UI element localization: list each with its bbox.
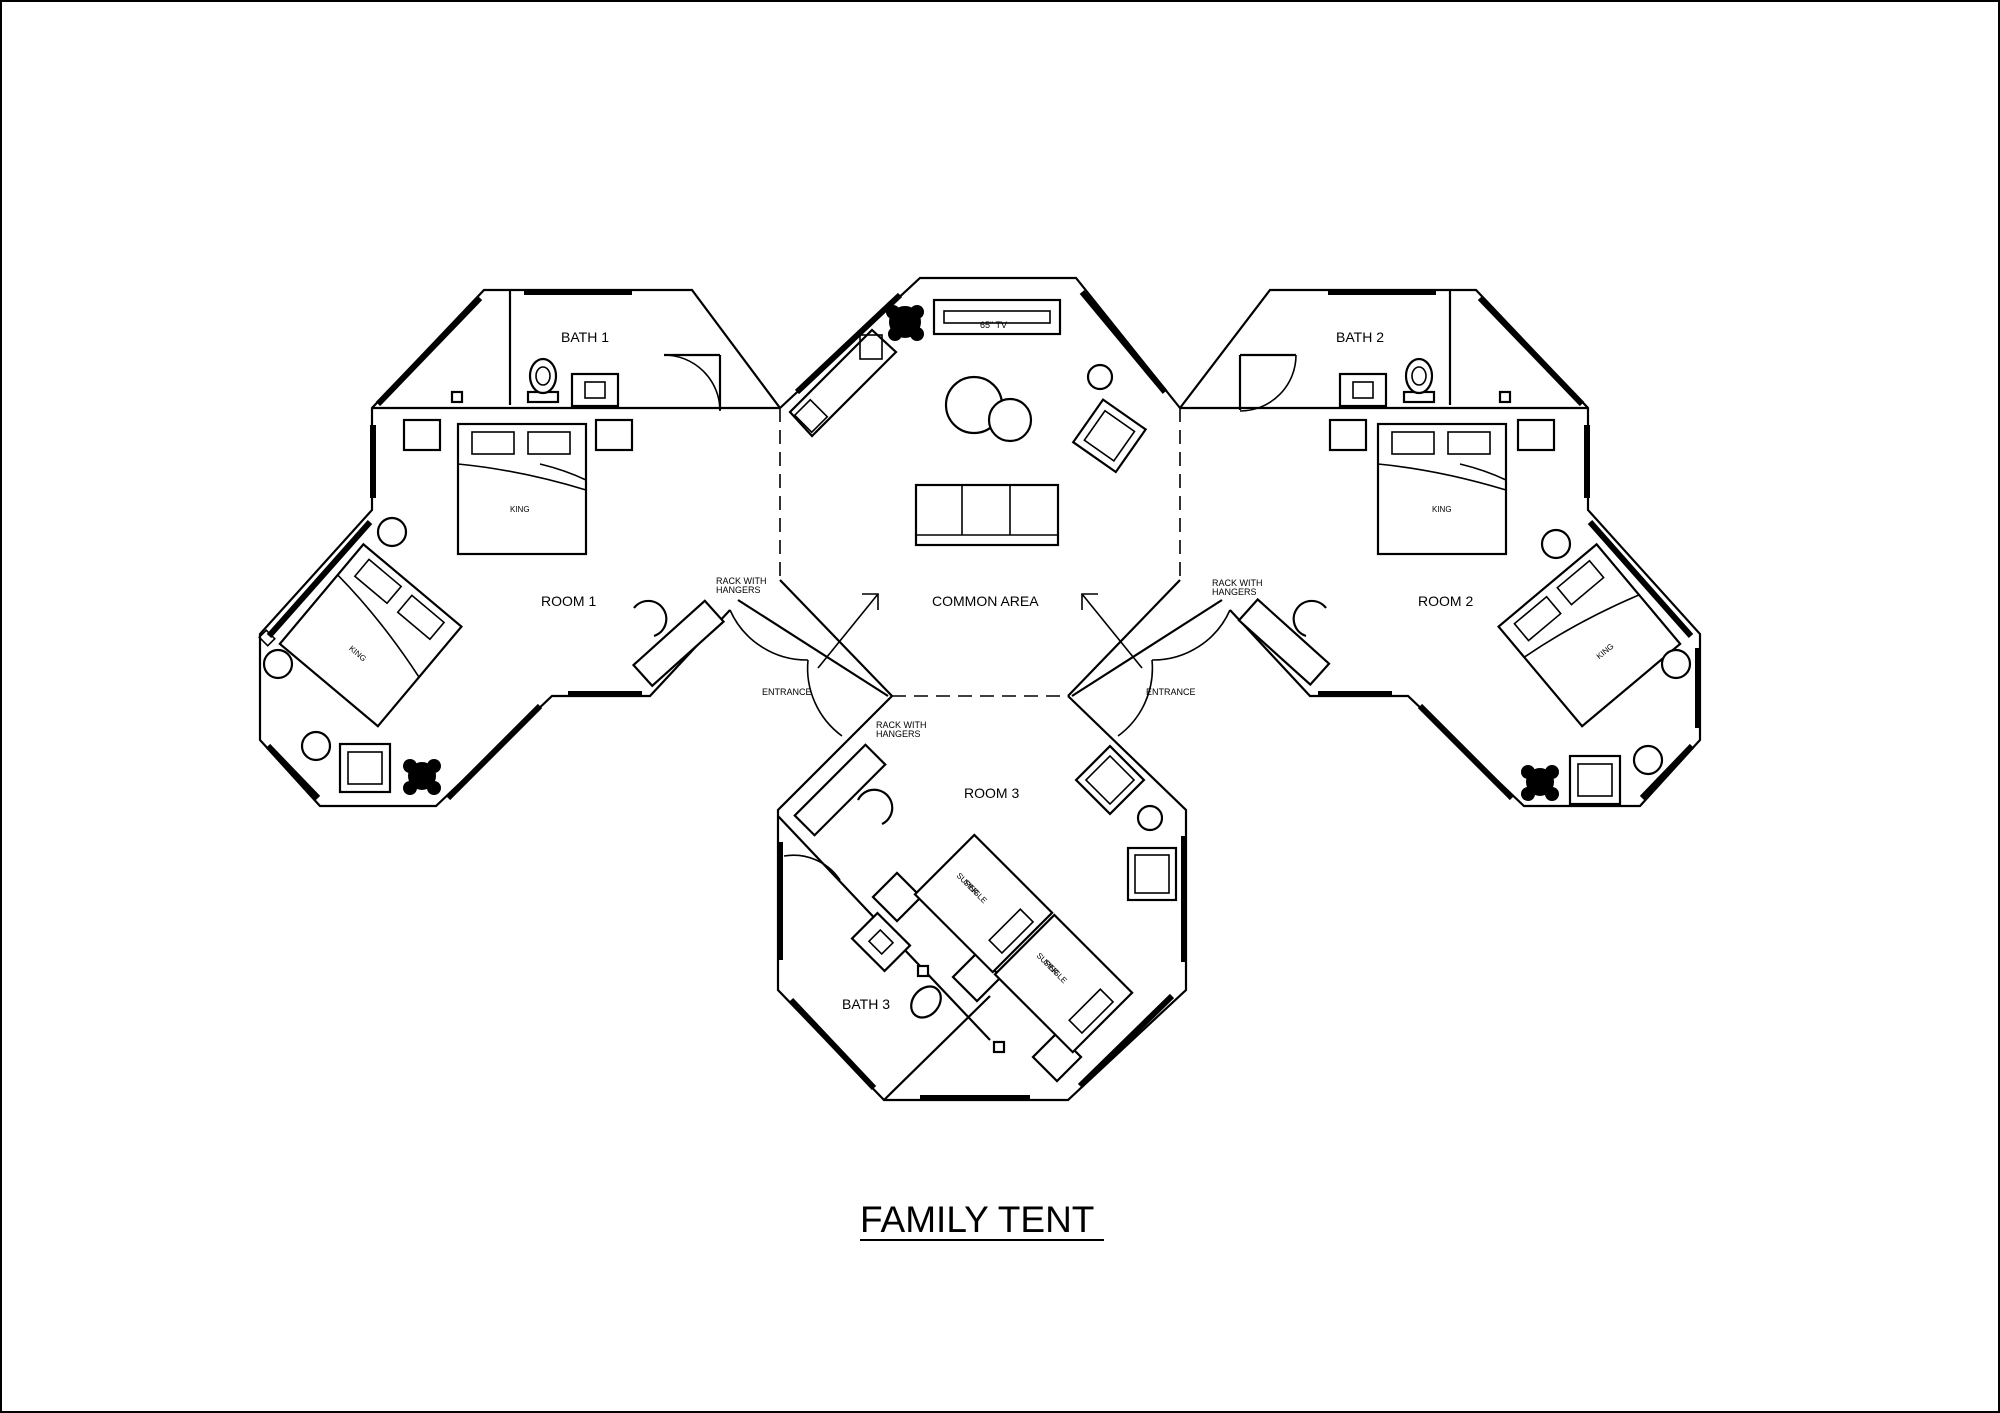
- side-table: [1540, 528, 1572, 560]
- svg-text:65" TV: 65" TV: [980, 320, 1007, 330]
- room-3: BATH 3 RACK WITH HANGERS ROOM 3: [776, 695, 1188, 1102]
- nightstand: [1516, 418, 1556, 452]
- desk: [1237, 597, 1331, 687]
- toilet-icon: [526, 357, 560, 404]
- entrance-label: ENTRANCE: [1146, 687, 1196, 697]
- room-2: BATH 2 KING KING: [1071, 288, 1702, 808]
- side-table: [262, 648, 294, 680]
- super-single-bed: SUPER SINGLE: [993, 913, 1134, 1054]
- armchair: [1126, 846, 1178, 902]
- tv: 65" TV: [932, 298, 1062, 336]
- rack-label: HANGERS: [716, 585, 761, 595]
- toilet-icon: [910, 985, 942, 1019]
- entrance-arrow-icon: [817, 593, 879, 669]
- vanity-sink: [850, 911, 912, 973]
- desk-chair: [1292, 599, 1327, 638]
- king-bed: KING: [1496, 542, 1682, 728]
- common-area: 65" TV COMMON AREA: [779, 276, 1181, 697]
- rack-label: HANGERS: [1212, 587, 1257, 597]
- armchair: [1071, 398, 1148, 474]
- side-table: [300, 730, 332, 762]
- super-single-bed: SUPER SINGLE: [913, 833, 1054, 974]
- room-3-label: ROOM 3: [964, 785, 1019, 801]
- rack-label: RACK WITH: [716, 576, 767, 586]
- plant-icon: [886, 305, 924, 341]
- svg-text:KING: KING: [1432, 505, 1452, 514]
- plant-icon: [1521, 765, 1559, 801]
- room-1: BATH 1 KING KIN: [258, 288, 889, 808]
- nightstand: [871, 871, 923, 923]
- coffee-table: [987, 397, 1033, 443]
- bath-1-label: BATH 1: [561, 329, 609, 345]
- king-bed: KING: [456, 422, 588, 556]
- rack-label: RACK WITH: [876, 720, 927, 730]
- plant-icon: [403, 759, 441, 795]
- vanity-sink: [1338, 372, 1388, 408]
- side-table: [1086, 363, 1114, 391]
- towel-hook: [1498, 390, 1512, 404]
- towel-hook: [992, 1040, 1006, 1054]
- rack-label: RACK WITH: [1212, 578, 1263, 588]
- desk-chair: [633, 599, 668, 638]
- common-area-label: COMMON AREA: [932, 593, 1039, 609]
- plan-title: FAMILY TENT: [860, 1199, 1094, 1240]
- armchair: [1074, 744, 1146, 816]
- side-table: [1136, 804, 1164, 832]
- room-2-label: ROOM 2: [1418, 593, 1473, 609]
- desk-chair: [857, 788, 894, 825]
- entrance-label: ENTRANCE: [762, 687, 812, 697]
- nightstand: [1328, 418, 1368, 452]
- king-bed: KING: [1376, 422, 1508, 556]
- kitchenette: [788, 328, 898, 438]
- towel-hook: [916, 964, 930, 978]
- room-1-label: ROOM 1: [541, 593, 596, 609]
- armchair: [1568, 754, 1622, 806]
- towel-hook: [450, 390, 464, 404]
- toilet-icon: [1402, 357, 1436, 404]
- side-table: [376, 516, 408, 548]
- desk: [793, 743, 887, 837]
- bath-3-label: BATH 3: [842, 996, 890, 1012]
- side-table: [1660, 648, 1692, 680]
- armchair: [338, 742, 392, 794]
- rack-label: HANGERS: [876, 729, 921, 739]
- nightstand: [594, 418, 634, 452]
- bath-2-label: BATH 2: [1336, 329, 1384, 345]
- desk: [631, 599, 726, 688]
- side-table: [1632, 744, 1664, 776]
- svg-text:KING: KING: [510, 505, 530, 514]
- vanity-sink: [570, 372, 620, 408]
- nightstand: [402, 418, 442, 452]
- entrance-arrow-icon: [1081, 593, 1143, 669]
- king-bed: KING: [278, 542, 464, 728]
- sofa: [914, 483, 1060, 547]
- wall-shelf: [258, 629, 276, 647]
